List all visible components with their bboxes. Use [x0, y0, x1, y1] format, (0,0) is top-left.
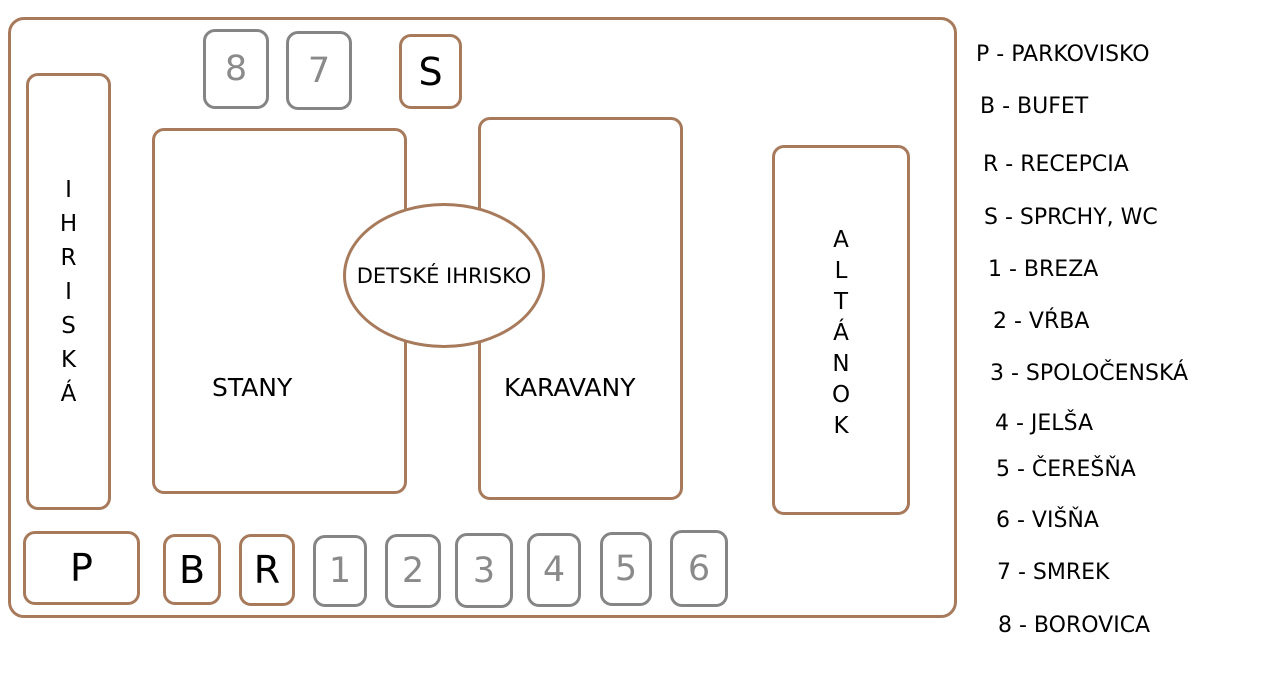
chata-1-number: 1 [328, 551, 352, 591]
altanok-letter: N [832, 350, 850, 377]
area-sprchy: S [399, 34, 462, 109]
sprchy-letter: S [418, 49, 443, 94]
detske-ihrisko-label: DETSKÉ IHRISKO [356, 263, 532, 288]
legend-item: 6 - VIŠŇA [996, 508, 1099, 533]
stany-label: STANY [212, 373, 293, 402]
legend-item: R - RECEPCIA [983, 152, 1129, 177]
altanok-letter: K [833, 412, 849, 439]
legend-item: P - PARKOVISKO [976, 42, 1150, 67]
altanok-letter: T [833, 288, 849, 315]
chata-6-number: 6 [687, 548, 711, 589]
area-parkovisko: P [23, 531, 140, 605]
legend-item: 4 - JELŠA [995, 411, 1093, 436]
area-ihriska: I H R I S K Á [26, 73, 111, 510]
area-recepcia: R [239, 534, 295, 606]
ihriska-letter: K [60, 346, 77, 373]
legend-item: B - BUFET [980, 94, 1089, 119]
ihriska-letter: R [60, 244, 77, 271]
bufet-letter: B [178, 547, 206, 592]
legend-item: 1 - BREZA [988, 257, 1099, 282]
chata-1: 1 [313, 535, 367, 607]
chata-8-number: 8 [224, 49, 248, 89]
chata-3-number: 3 [472, 550, 496, 591]
legend-item: 3 - SPOLOČENSKÁ [990, 361, 1189, 386]
chata-7-number: 7 [307, 50, 331, 91]
parkovisko-letter: P [70, 546, 93, 590]
ihriska-letter: I [65, 176, 72, 203]
altanok-letter: O [831, 381, 851, 408]
legend-item: 5 - ČEREŠŇA [996, 457, 1136, 482]
chata-5: 5 [600, 532, 652, 606]
altanok-letter: A [833, 226, 849, 253]
recepcia-letter: R [253, 548, 281, 592]
chata-8: 8 [203, 29, 269, 109]
chata-4-number: 4 [542, 550, 566, 590]
legend-item: S - SPRCHY, WC [984, 205, 1158, 230]
area-altanok: A L T Á N O K [772, 145, 910, 515]
chata-2: 2 [385, 534, 441, 608]
ihriska-letter: I [65, 278, 72, 305]
chata-2-number: 2 [401, 551, 425, 591]
ihriska-letter: Á [60, 380, 77, 407]
karavany-label: KARAVANY [504, 373, 636, 402]
chata-7: 7 [286, 31, 352, 110]
ihriska-letter: S [61, 312, 76, 339]
legend-item: 2 - VŔBA [993, 309, 1090, 334]
chata-5-number: 5 [614, 549, 638, 589]
campsite-boundary [8, 17, 957, 618]
legend-item: 8 - BOROVICA [998, 613, 1151, 638]
chata-6: 6 [670, 530, 728, 607]
chata-4: 4 [527, 533, 581, 607]
altanok-letter: Á [833, 319, 849, 346]
area-bufet: B [163, 534, 221, 605]
ihriska-letter: H [59, 210, 78, 237]
altanok-letter: L [834, 257, 848, 284]
chata-3: 3 [455, 533, 513, 608]
legend-item: 7 - SMREK [997, 560, 1110, 585]
area-detske-ihrisko: DETSKÉ IHRISKO [343, 203, 545, 348]
